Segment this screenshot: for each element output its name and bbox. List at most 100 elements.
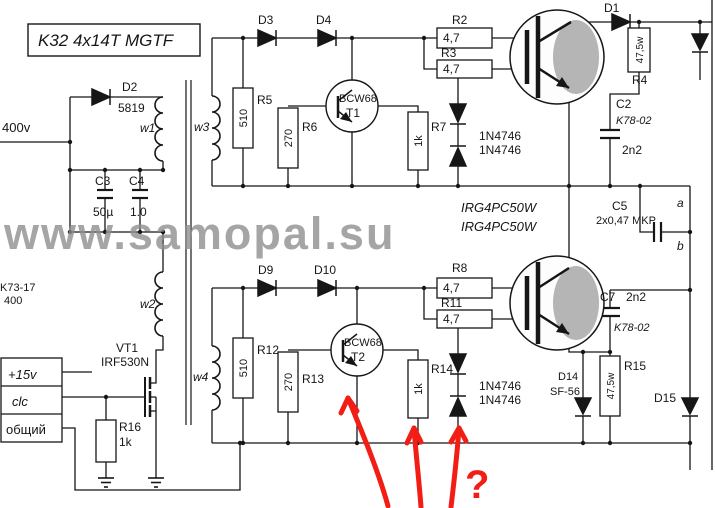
- value-r13: 270: [283, 373, 295, 391]
- diode-d1-symbol: [611, 12, 632, 32]
- terminal-common: общий: [6, 422, 46, 437]
- label-c4: C4: [129, 174, 145, 188]
- diode-d10-symbol: [317, 278, 338, 298]
- question-mark: ?: [465, 463, 489, 507]
- label-r11: R11: [441, 296, 462, 310]
- label-d2: D2: [122, 80, 138, 94]
- label-zener1-bottom: 1N4746: [479, 379, 521, 393]
- label-c5-term-a: a: [677, 196, 684, 210]
- label-zener2-bottom: 1N4746: [479, 393, 521, 407]
- transistor-t1: [325, 79, 379, 133]
- label-c5-term-b: b: [677, 239, 684, 253]
- label-cap-type-2: 400: [4, 295, 22, 307]
- value-c5: 2x0,47 MKP: [596, 215, 656, 227]
- red-arrow-2: [404, 425, 424, 508]
- label-r16: R16: [119, 420, 141, 434]
- value-r7: 1k: [413, 135, 425, 147]
- value-r4: 47,5w: [635, 36, 646, 63]
- label-zener2-top: 1N4746: [479, 143, 521, 157]
- label-c3: C3: [95, 174, 111, 188]
- capacitors: [97, 128, 663, 318]
- resistor-r11-body: [436, 309, 493, 329]
- junction-dots: [67, 19, 703, 446]
- label-d9: D9: [258, 263, 274, 277]
- label-r13: R13: [302, 372, 324, 386]
- value-d14: SF-56: [550, 386, 580, 398]
- resistor-r16-body: [95, 419, 117, 463]
- label-r7: R7: [431, 120, 447, 134]
- capacitor-c5-symbol: [652, 222, 663, 242]
- resistors: [95, 27, 651, 463]
- watermark-text: www.samopal.su: [3, 208, 395, 259]
- winding-w3: [211, 95, 221, 161]
- label-d4: D4: [316, 13, 332, 27]
- ground-symbol-vt1: [148, 477, 164, 488]
- winding-w2: [154, 271, 164, 337]
- value-vt1: IRF530N: [101, 355, 149, 369]
- label-r3: R3: [441, 46, 457, 60]
- value-r6: 270: [283, 129, 295, 147]
- label-r2: R2: [452, 13, 468, 27]
- label-t1-type: BCW68: [339, 93, 377, 105]
- winding-w1: [154, 96, 164, 162]
- value-c7: 2n2: [626, 290, 646, 304]
- label-d10: D10: [314, 263, 336, 277]
- igbt-top: [509, 9, 605, 105]
- label-t1: T1: [346, 106, 360, 120]
- wires-left: [0, 96, 241, 491]
- value-c3: 50µ: [93, 205, 113, 219]
- value-r14: 1k: [413, 383, 425, 395]
- label-r5: R5: [257, 93, 273, 107]
- label-r14: R14: [431, 362, 453, 376]
- capacitor-c2-symbol: [600, 128, 620, 140]
- wires-mid-right: [639, 186, 691, 470]
- label-cap-type-1: K73-17: [0, 282, 35, 294]
- resistor-r2-body: [436, 27, 493, 49]
- red-arrow-1: [338, 395, 391, 508]
- label-vt1: VT1: [116, 341, 138, 355]
- red-annotations: [338, 395, 469, 508]
- red-arrow-3: [448, 425, 469, 508]
- diodes: [91, 12, 710, 417]
- value-r16: 1k: [119, 435, 133, 449]
- label-r4: R4: [632, 73, 648, 87]
- wires-top: [211, 0, 713, 470]
- label-t2-type: BCW68: [344, 337, 382, 349]
- value-d2: 5819: [118, 101, 145, 115]
- diode-d14-symbol: [573, 397, 593, 417]
- diode-d3-symbol: [257, 28, 278, 48]
- windings: [154, 95, 221, 411]
- label-t2: T2: [351, 350, 365, 364]
- resistor-r3-body: [436, 59, 493, 79]
- value-r11: 4,7: [443, 312, 460, 326]
- zener-stack-top: [448, 103, 468, 167]
- terminal-clc: clc: [12, 394, 28, 409]
- ground-symbol-r16: [98, 477, 114, 488]
- terminal-15v: +15v: [8, 367, 38, 382]
- label-c7: C7: [600, 290, 616, 304]
- value-c2: 2n2: [622, 143, 642, 157]
- label-igbt-type-1: IRG4PC50W: [461, 200, 538, 215]
- label-d14: D14: [558, 371, 578, 383]
- resistor-r14-body: [407, 359, 429, 419]
- label-igbt-type-2: IRG4PC50W: [461, 219, 538, 234]
- value-r5: 510: [238, 109, 250, 127]
- resistor-r4-body: [627, 27, 651, 73]
- label-c5: C5: [612, 199, 628, 213]
- value-r15: 47,5w: [606, 372, 617, 399]
- winding-w4: [211, 345, 221, 411]
- diode-d15-symbol: [680, 397, 700, 417]
- transistor-t2: [330, 323, 384, 377]
- type-c7: K78-02: [614, 322, 649, 334]
- label-input-voltage: 400v: [2, 120, 31, 135]
- title-text: K32 4x14T MGTF: [38, 31, 175, 50]
- label-c2: C2: [616, 97, 632, 111]
- resistor-r5-body: [232, 87, 254, 149]
- label-d15: D15: [654, 391, 676, 405]
- terminal-block: [0, 357, 63, 443]
- label-w3: w3: [194, 120, 210, 134]
- diode-d2-symbol: [91, 87, 112, 107]
- transformer-core: [185, 80, 192, 425]
- resistor-r12-body: [232, 337, 254, 399]
